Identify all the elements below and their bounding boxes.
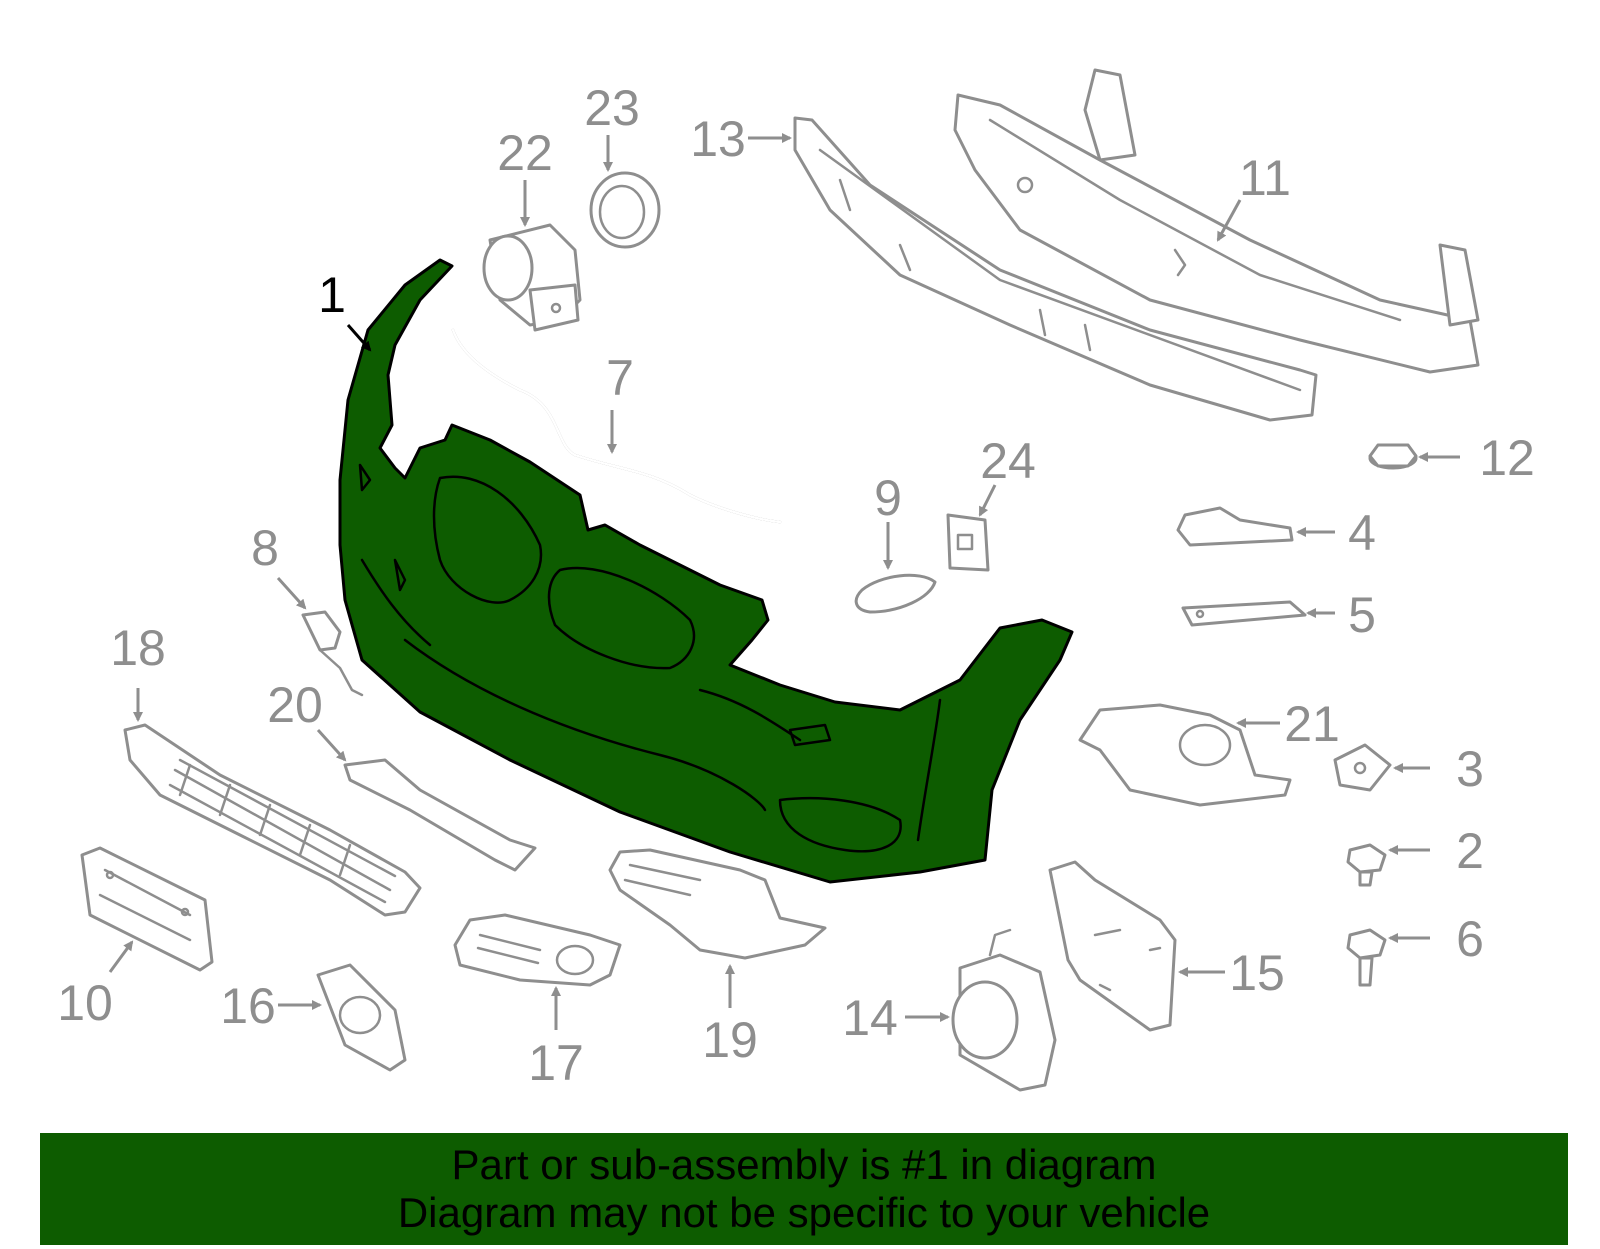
leader-8: [276, 576, 307, 610]
leader-24: [978, 484, 997, 517]
part-10-license-bracket: [80, 846, 214, 972]
callout-labels: 1 2 3 4 5 6 7 8 9 10 11 12 13 14 15 16 1…: [57, 80, 1535, 1091]
callout-15: 15: [1229, 945, 1285, 1001]
part-15-control-module: [1048, 860, 1177, 1032]
banner-line-part: Part or sub-assembly is #1 in diagram: [451, 1141, 1157, 1188]
part-13-energy-absorber: [793, 116, 1318, 422]
part-18-lower-grille: [123, 723, 422, 917]
callout-8: 8: [251, 520, 279, 576]
callout-10: 10: [57, 975, 113, 1031]
callout-22: 22: [497, 125, 553, 181]
callout-12: 12: [1479, 430, 1535, 486]
part-22-sensor: [482, 223, 582, 332]
part-20-bracket: [343, 758, 537, 872]
banner-line-disclaimer: Diagram may not be specific to your vehi…: [397, 1189, 1211, 1236]
callout-17: 17: [528, 1035, 584, 1091]
callout-3: 3: [1456, 741, 1484, 797]
part-5-bracket: [1181, 600, 1307, 627]
leader-10: [108, 940, 134, 973]
part-2-screw: [1346, 843, 1387, 887]
callout-11: 11: [1239, 150, 1291, 206]
callout-19: 19: [702, 1012, 758, 1068]
callout-20: 20: [267, 677, 323, 733]
callout-5: 5: [1348, 587, 1376, 643]
callout-13: 13: [690, 111, 746, 167]
callout-7: 7: [606, 350, 634, 406]
callout-23: 23: [584, 80, 640, 136]
part-21-air-duct: [1078, 703, 1292, 807]
leader-1: [346, 324, 372, 352]
callout-21: 21: [1284, 696, 1340, 752]
part-7-wiring-harness: [451, 328, 782, 524]
leader-lines: [108, 133, 1460, 1030]
part-17-fog-grille: [453, 913, 622, 987]
part-6-bolt: [1346, 928, 1387, 987]
part-24-bracket: [946, 513, 990, 572]
part-3-clip-nut: [1333, 743, 1392, 792]
callout-1: 1: [318, 267, 346, 323]
callout-24: 24: [980, 433, 1036, 489]
part-8-sensor-holder: [301, 610, 364, 697]
part-9-washer-cover: [854, 573, 937, 614]
callout-2: 2: [1456, 823, 1484, 879]
callout-14: 14: [842, 990, 898, 1046]
leader-20: [316, 728, 347, 762]
part-23-grommet: [589, 171, 661, 249]
part-16-fog-cover: [316, 963, 407, 1072]
callout-6: 6: [1456, 911, 1484, 967]
callout-9: 9: [874, 470, 902, 526]
callout-16: 16: [220, 978, 276, 1034]
part-14-radar-sensor: [951, 928, 1057, 1092]
part-19-trim-panel: [608, 848, 827, 960]
part-4-bracket: [1176, 506, 1294, 547]
part-11-bumper-reinforcement: [953, 68, 1480, 374]
callout-18: 18: [110, 620, 166, 676]
part-1-bumper-cover: [338, 258, 1074, 884]
leader-11: [1216, 199, 1242, 242]
part-info-banner: Part or sub-assembly is #1 in diagram Di…: [40, 1133, 1568, 1245]
callout-4: 4: [1348, 505, 1376, 561]
part-12-nut: [1368, 443, 1418, 470]
